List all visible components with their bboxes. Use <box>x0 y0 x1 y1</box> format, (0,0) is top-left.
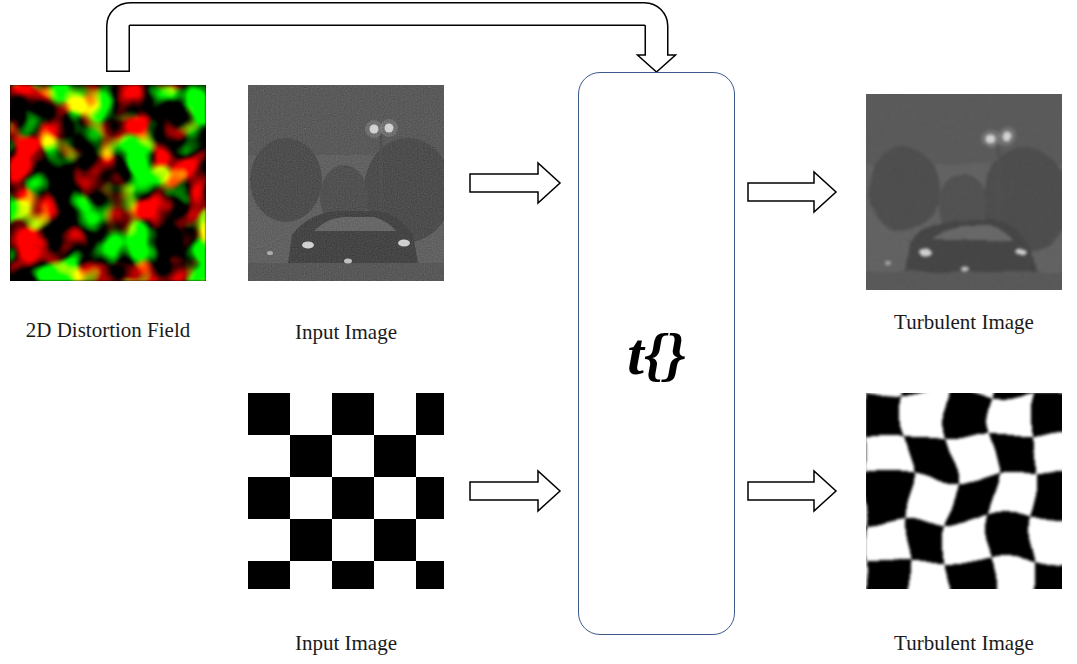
arrow-shape <box>470 471 560 511</box>
caption-row: Input Image <box>248 631 444 655</box>
turbulent-photo <box>866 94 1062 290</box>
arrow-shaft-fill <box>118 14 657 71</box>
caption-row: Turbulent Image <box>866 631 1062 655</box>
image-frame <box>866 393 1062 589</box>
image-panel: 2D Distortion Field <box>10 85 206 342</box>
image-frame <box>248 393 444 589</box>
block-arrow <box>748 172 836 212</box>
image-frame <box>10 85 206 281</box>
operator-label: t{} <box>627 321 685 387</box>
arrow-shape <box>748 471 836 511</box>
caption-row: 2D Distortion Field <box>10 318 206 342</box>
input-photo <box>248 85 444 281</box>
block-arrow <box>118 14 676 72</box>
image-caption: Turbulent Image <box>894 310 1034 334</box>
image-panel: Input Image <box>248 393 444 655</box>
image-caption: Turbulent Image <box>894 631 1034 655</box>
arrow-head <box>638 55 676 72</box>
transform-box: t{} <box>578 72 735 635</box>
image-caption: Input Image <box>295 320 397 344</box>
image-panel: Turbulent Image <box>866 94 1062 334</box>
image-panel: Turbulent Image <box>866 393 1062 655</box>
block-arrow <box>470 471 560 511</box>
input-checkerboard <box>248 393 444 589</box>
turbulent-checkerboard <box>866 393 1062 589</box>
arrow-shape <box>470 163 560 203</box>
caption-row: Input Image <box>248 320 444 344</box>
image-panel: Input Image <box>248 85 444 344</box>
block-arrow <box>470 163 560 203</box>
image-frame <box>866 94 1062 290</box>
distortion-field-image <box>10 85 206 281</box>
image-caption: 2D Distortion Field <box>26 318 191 342</box>
image-frame <box>248 85 444 281</box>
arrow-shape <box>748 172 836 212</box>
image-caption: Input Image <box>295 631 397 655</box>
block-arrow <box>748 471 836 511</box>
arrow-shaft-outline <box>118 14 657 72</box>
caption-row: Turbulent Image <box>866 310 1062 334</box>
